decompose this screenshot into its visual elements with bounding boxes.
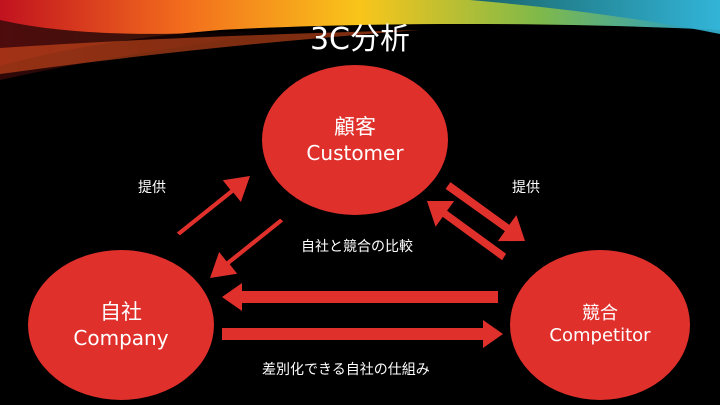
company-label-en: Company: [73, 325, 169, 350]
differentiation-label: 差別化できる自社の仕組み: [262, 362, 430, 378]
arrow-customer-to-company: [210, 218, 284, 278]
competitor-label-jp: 競合: [582, 302, 618, 324]
competitor-node: 競合 Competitor: [510, 250, 690, 400]
arrow-company-to-competitor: [222, 320, 503, 348]
arrow-competitor-to-customer: [427, 201, 507, 261]
company-label-jp: 自社: [100, 300, 142, 325]
customer-node: 顧客 Customer: [262, 65, 448, 215]
arrow-company-to-customer: [176, 176, 250, 236]
customer-label-en: Customer: [306, 140, 404, 165]
customer-label-jp: 顧客: [334, 115, 376, 140]
competitor-label-en: Competitor: [549, 325, 651, 346]
provide-label-right: 提供: [512, 180, 540, 196]
arrow-customer-to-competitor: [445, 182, 525, 242]
arrow-competitor-to-company: [222, 283, 498, 311]
provide-label-left: 提供: [138, 180, 166, 196]
compare-label: 自社と競合の比較: [301, 239, 413, 255]
company-node: 自社 Company: [28, 250, 214, 400]
slide-title: 3C分析: [309, 22, 411, 57]
